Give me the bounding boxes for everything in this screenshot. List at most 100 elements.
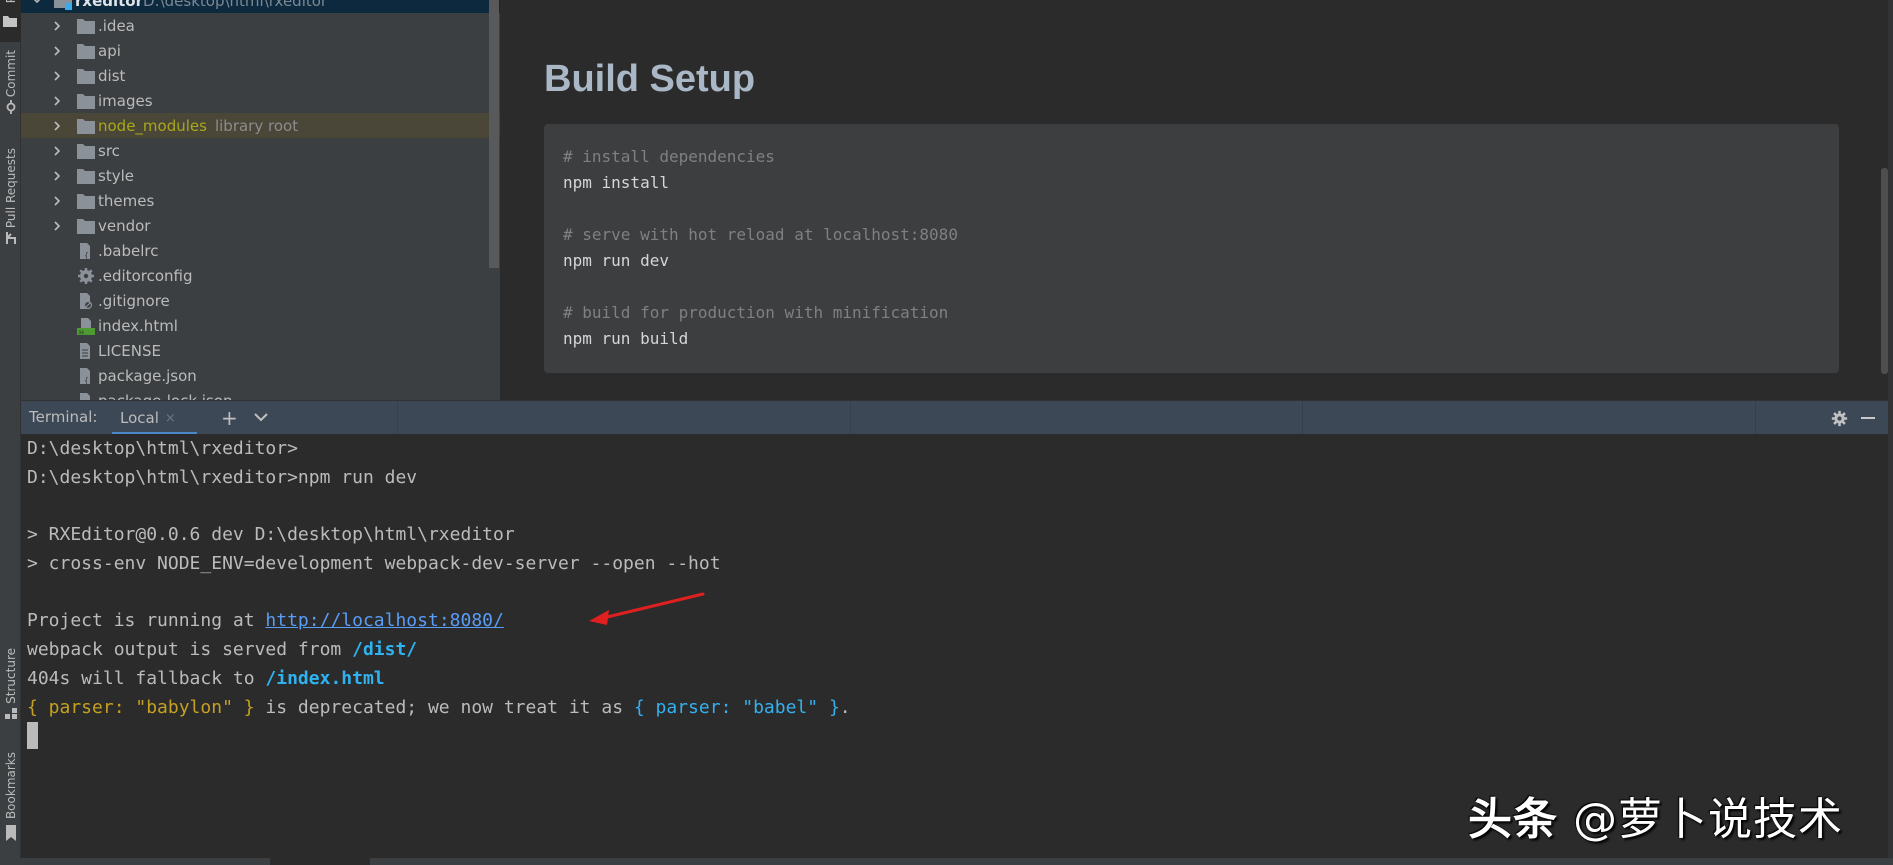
tree-item-label: index.html: [98, 316, 178, 335]
folder-icon: [77, 94, 95, 109]
toolbar-divider: [1755, 401, 1756, 435]
line-text: is deprecated; we now treat it as: [254, 697, 634, 718]
terminal-line: webpack output is served from /dist/: [27, 635, 417, 664]
chevron-right-icon: [54, 21, 61, 31]
tree-item-gitignore[interactable]: .gitignore: [21, 288, 500, 313]
project-tool-tab[interactable]: P: [0, 0, 21, 42]
tab-label: Local: [120, 409, 159, 427]
library-root-hint: library root: [214, 116, 299, 135]
project-tree-scrollbar[interactable]: [489, 0, 499, 268]
terminal-line: 404s will fallback to /index.html: [27, 664, 385, 693]
tree-item-node-modules[interactable]: node_modules library root: [21, 113, 500, 138]
text-file-icon: [80, 343, 90, 359]
structure-icon: [4, 707, 17, 719]
folder-icon: [77, 119, 95, 134]
code-command: npm run dev: [563, 251, 669, 270]
structure-tab-label: Structure: [3, 648, 18, 704]
new-terminal-button[interactable]: +: [221, 406, 238, 430]
tree-item-dist[interactable]: dist: [21, 63, 500, 88]
chevron-down-icon[interactable]: [253, 410, 269, 424]
pull-requests-tool-tab[interactable]: Pull Requests: [0, 148, 21, 245]
module-folder-icon: [54, 0, 72, 10]
code-comment: # install dependencies: [563, 147, 775, 166]
localhost-link[interactable]: http://localhost:8080/: [265, 610, 504, 631]
tree-item-package-json[interactable]: {} package.json: [21, 363, 500, 388]
fallback-path: /index.html: [265, 668, 385, 689]
bookmarks-tool-tab[interactable]: Bookmarks: [0, 752, 21, 842]
tree-item-src[interactable]: src: [21, 138, 500, 163]
svg-text:{}: {}: [84, 376, 94, 385]
toolbar-divider: [397, 401, 398, 435]
watermark-handle: @萝卜说技术: [1573, 794, 1843, 845]
line-text: .: [839, 697, 851, 718]
horizontal-scrollbar[interactable]: [270, 858, 370, 865]
node-modules-label: node_modules: [98, 116, 207, 135]
bookmarks-tab-label: Bookmarks: [3, 752, 18, 820]
dist-path: /dist/: [352, 639, 418, 660]
tree-item-babelrc[interactable]: {} .babelrc: [21, 238, 500, 263]
tree-item-style[interactable]: style: [21, 163, 500, 188]
status-bar: [0, 858, 1893, 865]
minimize-icon[interactable]: [1861, 417, 1875, 419]
terminal-line: Project is running at http://localhost:8…: [27, 606, 504, 635]
tree-item-label: .idea: [98, 16, 135, 35]
preview-scrollbar[interactable]: [1881, 168, 1888, 374]
tree-item-label: LICENSE: [98, 341, 161, 360]
chevron-right-icon: [54, 221, 61, 231]
tree-item-label: dist: [98, 66, 126, 85]
toolbar-divider: [850, 401, 851, 435]
deprecated-option: { parser: "babylon" }: [27, 697, 255, 718]
tree-item-index-html[interactable]: H index.html: [21, 313, 500, 338]
bookmark-icon: [5, 825, 16, 842]
code-block: # install dependencies npm install # ser…: [544, 124, 1839, 373]
tree-item-label: .babelrc: [98, 241, 159, 260]
line-text: webpack output is served from: [27, 639, 353, 660]
tree-root-row[interactable]: rxeditor D:\desktop\html\rxeditor: [21, 0, 500, 13]
commit-tool-tab[interactable]: Commit: [0, 50, 21, 115]
folder-icon: [77, 194, 95, 209]
ignore-file-icon: [80, 293, 93, 310]
terminal-cursor: [27, 722, 38, 749]
terminal-toolbar: Terminal: Local × +: [21, 400, 1888, 435]
close-icon[interactable]: ×: [164, 410, 176, 426]
tree-item-idea[interactable]: .idea: [21, 13, 500, 38]
terminal-tab-local[interactable]: Local ×: [106, 401, 197, 435]
tree-item-label: api: [98, 41, 121, 60]
tree-item-label: .gitignore: [98, 291, 170, 310]
watermark-brand: 头条: [1468, 794, 1558, 845]
tree-item-editorconfig[interactable]: .editorconfig: [21, 263, 500, 288]
code-blank: [563, 274, 1820, 300]
terminal-line: D:\desktop\html\rxeditor>: [27, 438, 298, 459]
code-command: npm install: [563, 173, 669, 192]
tree-item-label: node_modules library root: [98, 117, 298, 135]
tree-item-package-lock-json[interactable]: package-lock.json: [21, 388, 500, 400]
tree-item-label: package.json: [98, 366, 197, 385]
tree-item-label: .editorconfig: [98, 266, 193, 285]
tree-item-vendor[interactable]: vendor: [21, 213, 500, 238]
annotation-arrow-icon: [589, 592, 705, 625]
gear-icon[interactable]: [1831, 410, 1848, 427]
watermark: 头条 @萝卜说技术: [1468, 783, 1843, 847]
terminal-title: Terminal:: [29, 408, 98, 426]
line-text: 404s will fallback to: [27, 668, 266, 689]
commit-icon: [6, 100, 15, 115]
tree-item-label: images: [98, 91, 153, 110]
tree-item-label: src: [98, 141, 120, 160]
chevron-right-icon: [54, 71, 61, 81]
tree-item-api[interactable]: api: [21, 38, 500, 63]
tree-item-label: style: [98, 166, 134, 185]
code-comment: # serve with hot reload at localhost:808…: [563, 225, 958, 244]
chevron-right-icon: [54, 121, 61, 131]
project-tab-label: P: [4, 0, 18, 3]
code-command: npm run build: [563, 329, 689, 348]
structure-tool-tab[interactable]: Structure: [0, 648, 21, 720]
pull-request-icon: [5, 232, 16, 245]
commit-tab-label: Commit: [3, 50, 18, 98]
tree-item-images[interactable]: images: [21, 88, 500, 113]
terminal-output[interactable]: D:\desktop\html\rxeditor> D:\desktop\htm…: [21, 434, 1888, 858]
tree-item-label: vendor: [98, 216, 151, 235]
tree-root-path: D:\desktop\html\rxeditor: [143, 0, 328, 10]
folder-icon: [77, 44, 95, 59]
tree-item-license[interactable]: LICENSE: [21, 338, 500, 363]
tree-item-themes[interactable]: themes: [21, 188, 500, 213]
